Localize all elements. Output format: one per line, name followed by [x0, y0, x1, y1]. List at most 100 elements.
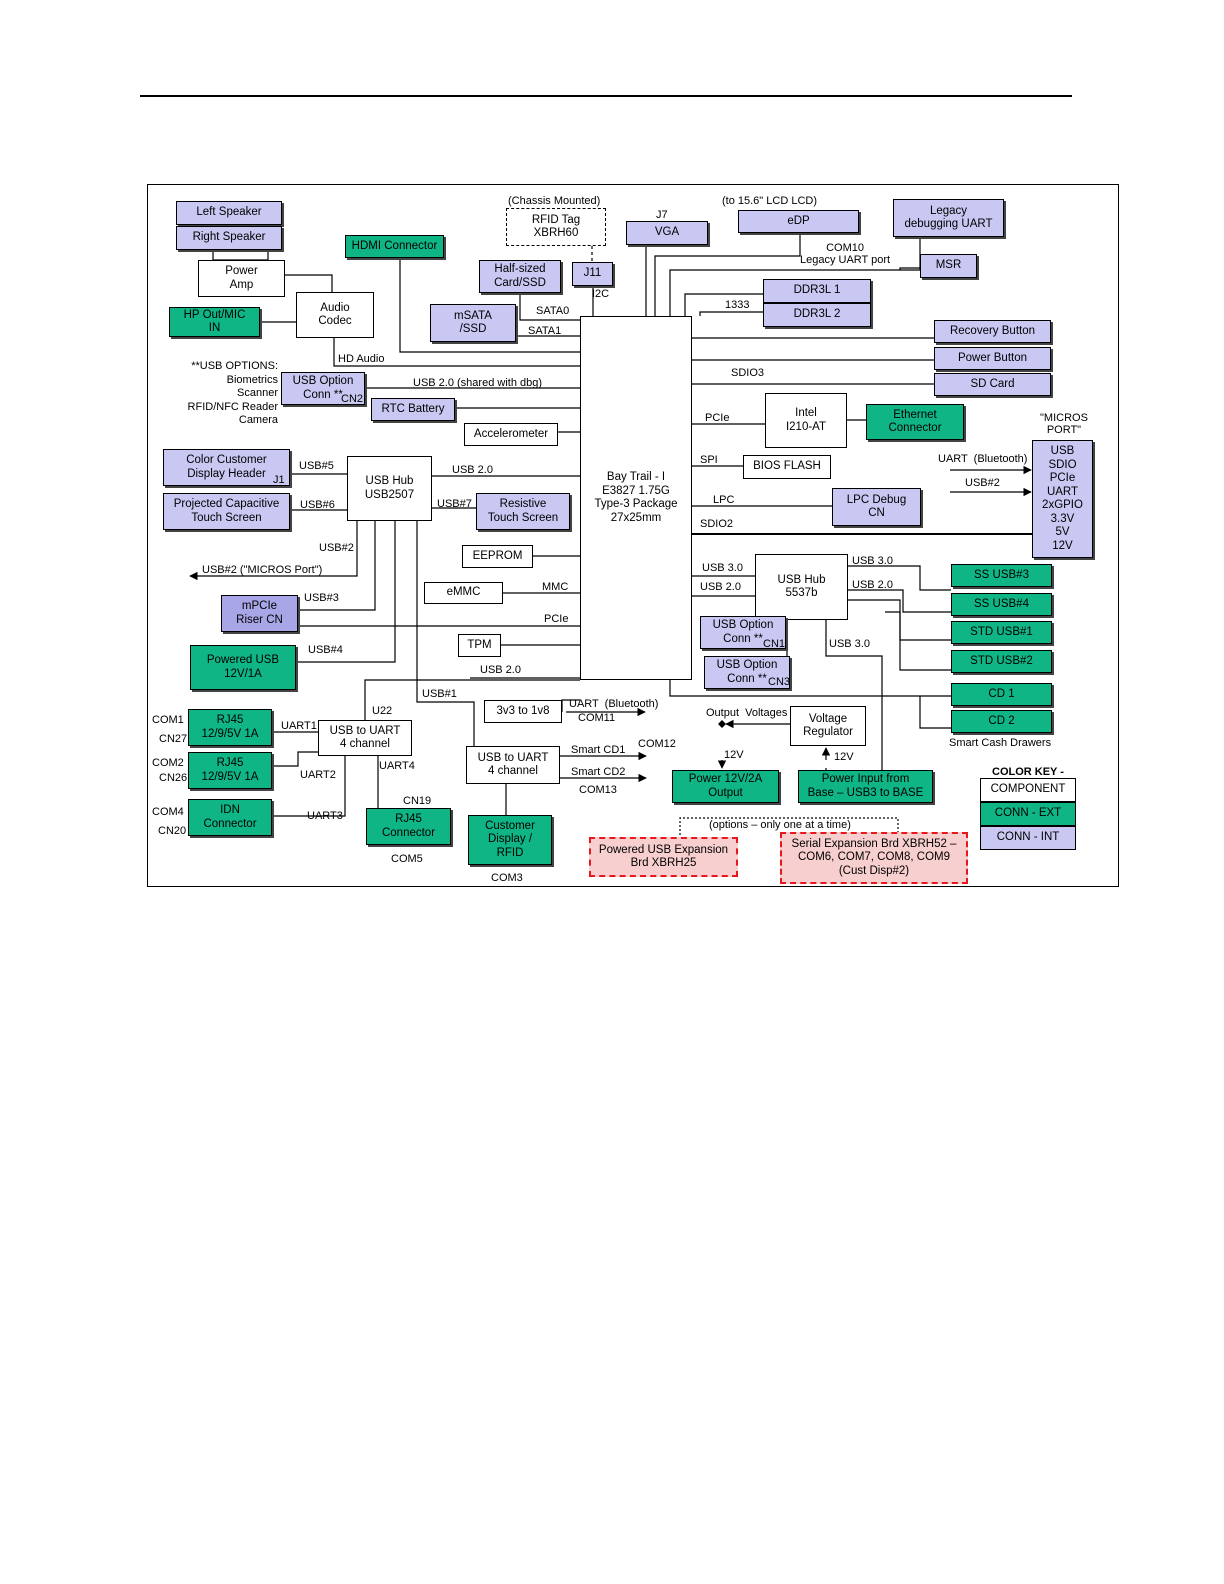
color-key-conn-int: CONN - INT: [980, 826, 1076, 850]
usb-option-cn2-box: USB Option Conn **: [281, 372, 365, 405]
micros-port-label: "MICROS PORT": [1040, 412, 1088, 436]
vga-box: VGA: [626, 221, 708, 245]
hp-out-mic-connector: HP Out/MIC IN: [169, 307, 260, 337]
rj45-com1-connector: RJ45 12/9/5V 1A: [188, 709, 272, 746]
cn1-label: CN1: [763, 638, 786, 650]
ddr3l-2-box: DDR3L 2: [763, 303, 871, 327]
hdmi-connector: HDMI Connector: [345, 235, 444, 258]
bios-flash-box: BIOS FLASH: [743, 455, 831, 479]
usb20-dbg-label: USB 2.0 (shared with dbg): [413, 377, 543, 389]
cn3-label: CN3: [768, 676, 791, 688]
rj45-com2-connector: RJ45 12/9/5V 1A: [188, 752, 272, 789]
power-12v-output-connector: Power 12V/2A Output: [672, 770, 779, 803]
usb4-label: USB#4: [308, 644, 343, 656]
rj45-cn19-connector: RJ45 Connector: [366, 808, 451, 845]
power-input-connector: Power Input from Base – USB3 to BASE: [798, 770, 933, 803]
j11-box: J11: [572, 262, 613, 286]
usb20-hub-out-label: USB 2.0: [852, 579, 893, 591]
sd-card-box: SD Card: [934, 373, 1051, 396]
resistive-touch-box: Resistive Touch Screen: [476, 493, 570, 530]
cn19-label: CN19: [403, 795, 432, 807]
usb20-hub-label: USB 2.0: [452, 464, 493, 476]
ddr3l-1-box: DDR3L 1: [763, 279, 871, 303]
cn27-label: CN27: [159, 733, 188, 745]
idn-connector: IDN Connector: [188, 799, 272, 836]
usb-to-uart-2-box: USB to UART 4 channel: [466, 746, 560, 784]
uart4-label: UART4: [379, 760, 415, 772]
ethernet-connector: Ethernet Connector: [866, 404, 964, 440]
usb30-down-label: USB 3.0: [829, 638, 870, 650]
header-rule: [140, 95, 1072, 97]
recovery-button-box: Recovery Button: [934, 320, 1051, 343]
uart1-label: UART1: [281, 720, 317, 732]
right-speaker-box: Right Speaker: [176, 226, 282, 250]
projected-capacitive-touch-box: Projected Capacitive Touch Screen: [163, 493, 290, 530]
pcie-intel-label: PCIe: [705, 412, 730, 424]
com2-label: COM2: [152, 757, 184, 769]
usb3-label: USB#3: [304, 592, 339, 604]
color-key-title: COLOR KEY -: [992, 766, 1064, 778]
tpm-box: TPM: [458, 634, 501, 657]
hd-audio-label: HD Audio: [338, 353, 385, 365]
output-voltages-label: Output Voltages: [706, 707, 788, 719]
eeprom-box: EEPROM: [462, 545, 533, 568]
com13-label: COM13: [579, 784, 617, 796]
bay-trail-soc: Bay Trail - I E3827 1.75G Type-3 Package…: [580, 316, 692, 680]
std-usb2-connector: STD USB#2: [951, 650, 1052, 673]
usb1-label: USB#1: [422, 688, 457, 700]
12v-reg-label: 12V: [834, 751, 854, 763]
sdio2-label: SDIO2: [700, 518, 734, 530]
j1-label: J1: [273, 474, 285, 486]
left-speaker-box: Left Speaker: [176, 201, 282, 225]
audio-codec-box: Audio Codec: [296, 292, 374, 338]
std-usb1-connector: STD USB#1: [951, 621, 1052, 644]
chassis-mounted-label: (Chassis Mounted): [508, 195, 601, 207]
j7-label: J7: [656, 209, 668, 221]
usb5-label: USB#5: [299, 460, 334, 472]
edp-box: eDP: [738, 210, 859, 233]
com10-label: COM10 Legacy UART port: [800, 242, 891, 266]
usb30-hub-out-label: USB 3.0: [852, 555, 893, 567]
usb20-soc-label: USB 2.0: [700, 581, 741, 593]
usb7-label: USB#7: [437, 498, 472, 510]
usb30-soc-label: USB 3.0: [702, 562, 743, 574]
ss-usb4-connector: SS USB#4: [951, 593, 1052, 616]
power-button-box: Power Button: [934, 347, 1051, 370]
micros-port-box: USB SDIO PCIe UART 2xGPIO 3.3V 5V 12V: [1032, 440, 1093, 558]
lpc-label: LPC: [713, 494, 735, 506]
accelerometer-box: Accelerometer: [464, 423, 558, 446]
usb2-hub-label: USB#2: [319, 542, 354, 554]
usb2-micros-label: USB#2 ("MICROS Port"): [202, 564, 323, 576]
usb-option-cn3-box: USB Option Conn **: [704, 656, 790, 689]
com5-label: COM5: [391, 853, 423, 865]
v3v3-to-1v8-box: 3v3 to 1v8: [484, 700, 562, 723]
color-key-component: COMPONENT: [980, 778, 1076, 802]
power-amp-box: Power Amp: [198, 260, 285, 297]
msata-box: mSATA /SSD: [430, 304, 516, 342]
spi-label: SPI: [700, 454, 718, 466]
cd2-connector: CD 2: [951, 710, 1052, 733]
options-note-label: (options – only one at a time): [709, 819, 851, 831]
1333-label: 1333: [725, 299, 750, 311]
sdio3-label: SDIO3: [731, 367, 765, 379]
uart3-label: UART3: [307, 810, 343, 822]
uart-bluetooth-right-label: UART (Bluetooth): [938, 453, 1028, 465]
usb-hub-5537b-box: USB Hub 5537b: [755, 554, 848, 620]
rtc-battery-box: RTC Battery: [371, 398, 455, 421]
cn2-label: CN2: [341, 393, 364, 405]
mmc-label: MMC: [542, 581, 569, 593]
smart-cd2-label: Smart CD2: [571, 766, 626, 778]
sata0-label: SATA0: [536, 305, 570, 317]
color-key-conn-ext: CONN - EXT: [980, 802, 1076, 826]
usb2-right-label: USB#2: [965, 477, 1000, 489]
voltage-regulator-box: Voltage Regulator: [790, 706, 866, 746]
usb-to-uart-u22-box: USB to UART 4 channel: [318, 720, 412, 756]
cd1-connector: CD 1: [951, 683, 1052, 706]
i2c-label: I2C: [592, 288, 610, 300]
usb-hub-2507-box: USB Hub USB2507: [347, 456, 432, 521]
com1-label: COM1: [152, 714, 184, 726]
smart-cash-drawers-label: Smart Cash Drawers: [949, 737, 1052, 749]
lpc-debug-box: LPC Debug CN: [832, 488, 921, 526]
com4-label: COM4: [152, 806, 184, 818]
